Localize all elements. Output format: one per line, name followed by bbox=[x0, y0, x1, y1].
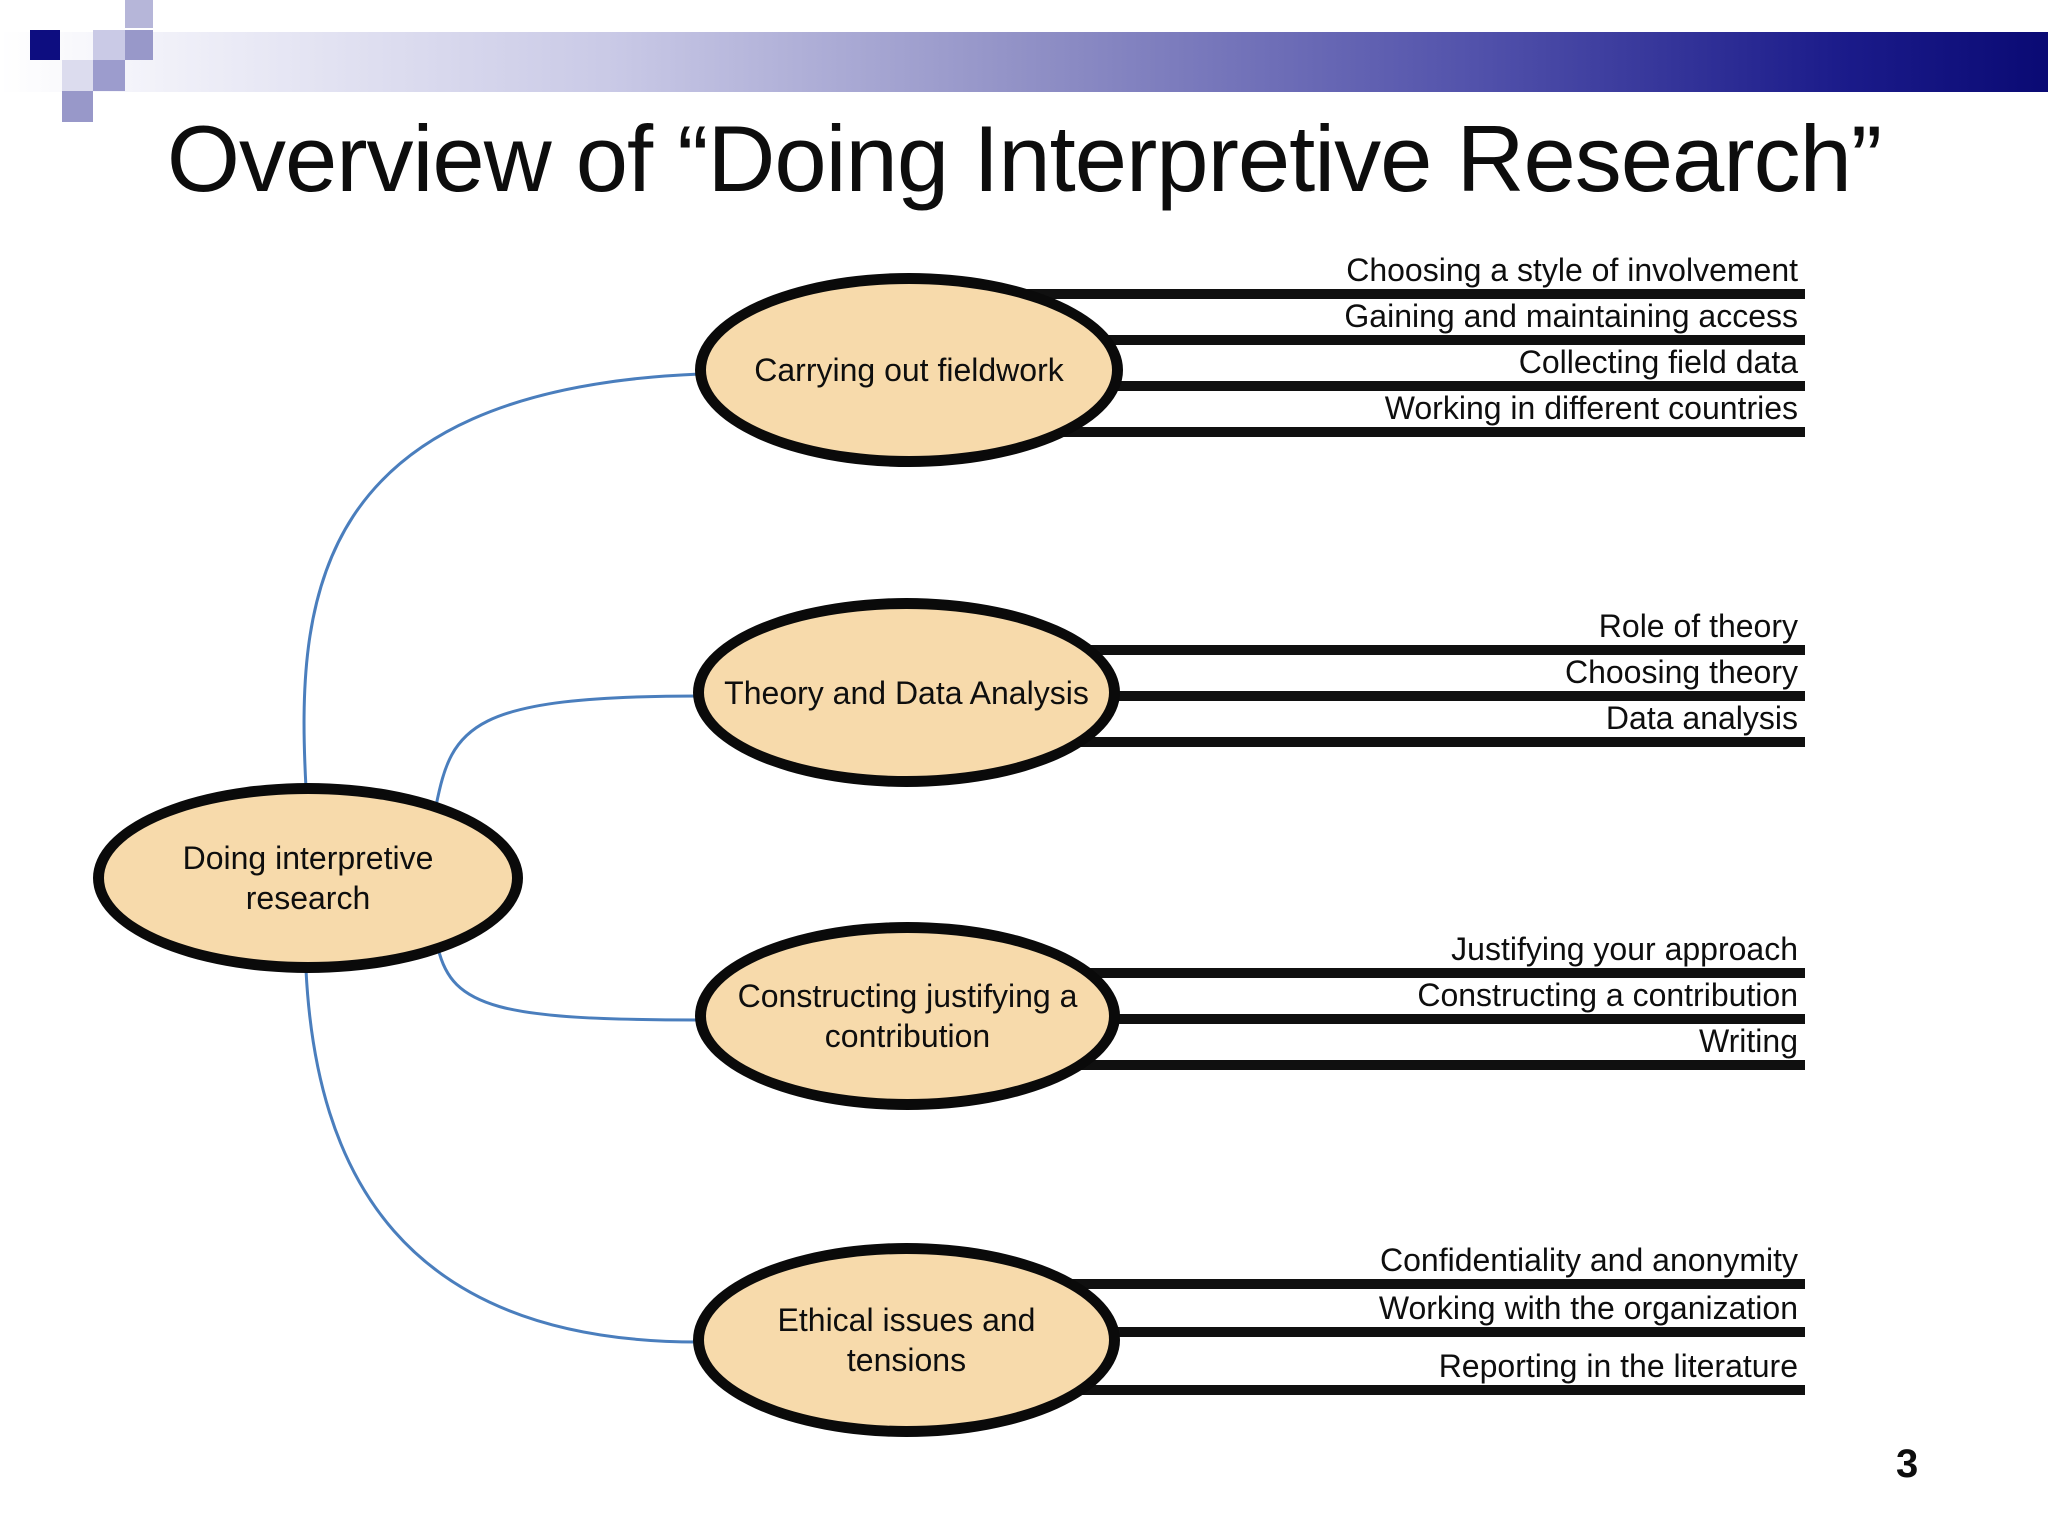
leaf-bar bbox=[1010, 737, 1805, 747]
leaf-bar bbox=[1010, 1279, 1805, 1289]
leaf-bar bbox=[1010, 1385, 1805, 1395]
page-number: 3 bbox=[1896, 1442, 1919, 1486]
leaf-label: Constructing a contribution bbox=[1417, 977, 1798, 1013]
deco-square bbox=[62, 91, 93, 122]
leaf-bar bbox=[1010, 381, 1805, 391]
branch-node-ethical: Ethical issues and tensions bbox=[693, 1243, 1120, 1437]
deco-square bbox=[93, 60, 125, 91]
branch-node-label: Theory and Data Analysis bbox=[724, 674, 1089, 711]
leaf-bar bbox=[1010, 691, 1805, 701]
leaf-bar bbox=[1010, 968, 1805, 978]
leaf-bar bbox=[1010, 1327, 1805, 1337]
branch-node-label: Constructing justifying a contribution bbox=[737, 978, 1078, 1054]
connector-to-fieldwork bbox=[302, 372, 701, 789]
connector-to-ethical bbox=[304, 969, 699, 1344]
leaf-label: Working with the organization bbox=[1378, 1290, 1798, 1326]
leaf-bar bbox=[1010, 645, 1805, 655]
leaf-label: Data analysis bbox=[1605, 700, 1798, 736]
leaf-label: Collecting field data bbox=[1518, 344, 1798, 380]
leaf-label: Role of theory bbox=[1598, 608, 1798, 644]
leaf-bar bbox=[1010, 335, 1805, 345]
leaf-label: Confidentiality and anonymity bbox=[1379, 1242, 1798, 1278]
leaf-bar bbox=[1010, 289, 1805, 299]
leaf-label: Gaining and maintaining access bbox=[1344, 298, 1798, 334]
root-node-label: Doing interpretive research bbox=[182, 840, 434, 916]
deco-square bbox=[125, 0, 153, 28]
leaf-label: Justifying your approach bbox=[1451, 931, 1798, 967]
deco-square bbox=[62, 60, 93, 91]
leaf-label: Working in different countries bbox=[1384, 390, 1798, 426]
connector-to-theory bbox=[434, 694, 701, 807]
branch-node-fieldwork: Carrying out fieldwork bbox=[695, 273, 1123, 467]
branch-node-label: Ethical issues and tensions bbox=[777, 1302, 1036, 1378]
deco-square bbox=[93, 30, 125, 60]
deco-square bbox=[30, 30, 60, 60]
branch-node-label: Carrying out fieldwork bbox=[754, 352, 1064, 388]
leaf-label: Reporting in the literature bbox=[1438, 1348, 1798, 1384]
leaf-bar bbox=[1010, 427, 1805, 437]
page-title: Overview of “Doing Interpretive Research… bbox=[166, 106, 1882, 211]
leaf-label: Writing bbox=[1699, 1023, 1798, 1059]
leaf-bar bbox=[1010, 1060, 1805, 1070]
leaf-label: Choosing theory bbox=[1564, 654, 1798, 690]
deco-square bbox=[125, 30, 153, 60]
branch-node-contribution: Constructing justifying a contribution bbox=[695, 922, 1120, 1110]
leaf-bar bbox=[1010, 1014, 1805, 1024]
branch-node-theory: Theory and Data Analysis bbox=[693, 598, 1120, 787]
root-node-ellipse: Doing interpretive research bbox=[93, 783, 523, 973]
connector-to-contribution bbox=[436, 947, 701, 1022]
banner-gradient-bar bbox=[0, 32, 2048, 92]
leaf-label: Choosing a style of involvement bbox=[1346, 252, 1798, 288]
